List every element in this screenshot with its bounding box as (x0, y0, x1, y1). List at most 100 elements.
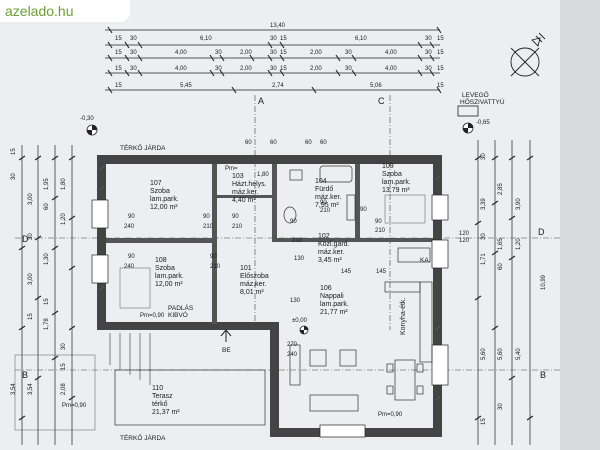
level-label: -0,30 (80, 116, 94, 122)
opening-dimension-label: 90 (320, 200, 327, 206)
level-label: -0,65 (476, 120, 490, 126)
opening-dimension-label: 130 (294, 256, 305, 262)
dimension-label: 30 (270, 50, 277, 56)
dimension-label: 15 (280, 50, 287, 56)
dimension-label: 1,20 (61, 213, 67, 225)
dimension-label: 4,00 (175, 50, 187, 56)
dimension-label: 30 (345, 50, 352, 56)
top-dimension-lines (105, 26, 442, 94)
room-label: máz.ker. (240, 281, 267, 288)
opening-dimension-label: 90 (128, 254, 135, 260)
dimension-label: 1,30 (44, 253, 50, 265)
opening-dimension-label: 90 (360, 207, 367, 213)
level-label: ±0,00 (292, 318, 308, 324)
room-label: Szoba (150, 188, 170, 195)
opening-dimension-label: 90 (232, 214, 239, 220)
room-label: lam.park. (320, 301, 349, 308)
axis-marker: D (538, 227, 545, 237)
room-label: 102 (318, 233, 330, 240)
opening-dimension-label: 240 (124, 224, 135, 230)
dimension-label: 3,39 (481, 198, 487, 210)
room-label: Előszoba (240, 273, 269, 280)
windows (91, 194, 449, 438)
heat-pump-unit (457, 105, 479, 117)
room-label: Nappali (320, 293, 344, 300)
room-label: Házt.helys. (232, 181, 267, 188)
dimension-label: 60 (44, 203, 50, 210)
left-dimension-lines (18, 145, 76, 445)
dimension-label: 30 (425, 36, 432, 42)
opening-dimension-label: 1,80 (257, 172, 269, 178)
kitchen-counter (384, 247, 433, 363)
opening-dimension-label: 210 (320, 208, 331, 214)
room-label: 104 (315, 178, 327, 185)
room-label: 107 (150, 180, 162, 187)
dimension-label: 3,54 (11, 383, 17, 395)
note-label: HŐSZIVATTYÚ (460, 97, 505, 106)
opening-dimension-label: 210 (210, 264, 221, 270)
dimension-label: 15 (280, 36, 287, 42)
opening-dimension-label: 90 (203, 214, 210, 220)
level-marker-left (86, 124, 98, 136)
opening-dimension-label: 210 (292, 238, 303, 244)
opening-dimension-label: 120 (459, 231, 470, 237)
opening-dimension-label: 145 (376, 269, 387, 275)
room-label: 106 (320, 285, 332, 292)
living-furniture (289, 344, 359, 412)
dimension-label: 2,08 (61, 383, 67, 395)
note-label: BE (222, 347, 231, 354)
opening-dimension-label: 60 (270, 140, 277, 146)
opening-dimension-label: 130 (290, 298, 301, 304)
dimension-label: 4,00 (175, 66, 187, 72)
dimension-label: 30 (425, 66, 432, 72)
dimension-label: 15 (115, 50, 122, 56)
dimension-label: 30 (425, 50, 432, 56)
room-label: 101 (240, 265, 252, 272)
room-label: 12,00 m² (150, 204, 178, 211)
room-label: 103 (232, 173, 244, 180)
bathroom-fixtures (283, 165, 356, 224)
dimension-label: 15 (437, 50, 444, 56)
dimension-label: 2,00 (240, 66, 252, 72)
kitchen-label: Konyha-étk. (400, 298, 407, 335)
terrace-outline (114, 369, 266, 426)
sill-height-label: Pm=0,90 (140, 313, 165, 319)
opening-dimension-label: 240 (287, 352, 298, 358)
dimension-label: 4,00 (385, 66, 397, 72)
axis-marker: B (22, 370, 28, 380)
dimension-label: 5,60 (481, 348, 487, 360)
dimension-label: 30 (481, 153, 487, 160)
dimension-label: 3,00 (28, 193, 34, 205)
dimension-label: 30 (130, 36, 137, 42)
dimension-label: 30 (130, 50, 137, 56)
dimension-label: 5,45 (180, 83, 192, 89)
opening-dimension-label: 90 (375, 219, 382, 225)
dimension-label: 30 (270, 66, 277, 72)
room-label: Közl.gard. (318, 241, 350, 248)
dimension-label: 1,95 (44, 178, 50, 190)
watermark-logo[interactable]: azelado.hu (0, 0, 130, 22)
note-label: LEVEGŐ (462, 90, 489, 99)
opening-dimension-label: 90 (210, 254, 217, 260)
dimension-label: 1,20 (516, 238, 522, 250)
dimension-label: 3,00 (28, 273, 34, 285)
room-label: 108 (155, 257, 167, 264)
room-label: lam.park. (150, 196, 179, 203)
dimension-label: 2,00 (310, 66, 322, 72)
dimension-label: 1,78 (44, 318, 50, 330)
dimension-label: 3,90 (516, 198, 522, 210)
opening-dimension-label: 120 (459, 238, 470, 244)
note-label: PADLÁS (168, 303, 194, 312)
dimension-label: 15 (481, 418, 487, 425)
dimension-label: 2,00 (240, 50, 252, 56)
level-marker-interior (299, 325, 309, 335)
stairs (109, 333, 151, 385)
dimension-label: 2,85 (498, 183, 504, 195)
dimension-label: 15 (437, 66, 444, 72)
dimension-label: 30 (270, 36, 277, 42)
level-marker-right (462, 122, 474, 134)
entry-arrow-icon (220, 329, 232, 342)
opening-dimension-label: 90 (290, 219, 297, 225)
dimension-label: 5,60 (498, 348, 504, 360)
room-label: 7,95 m² (315, 202, 339, 209)
